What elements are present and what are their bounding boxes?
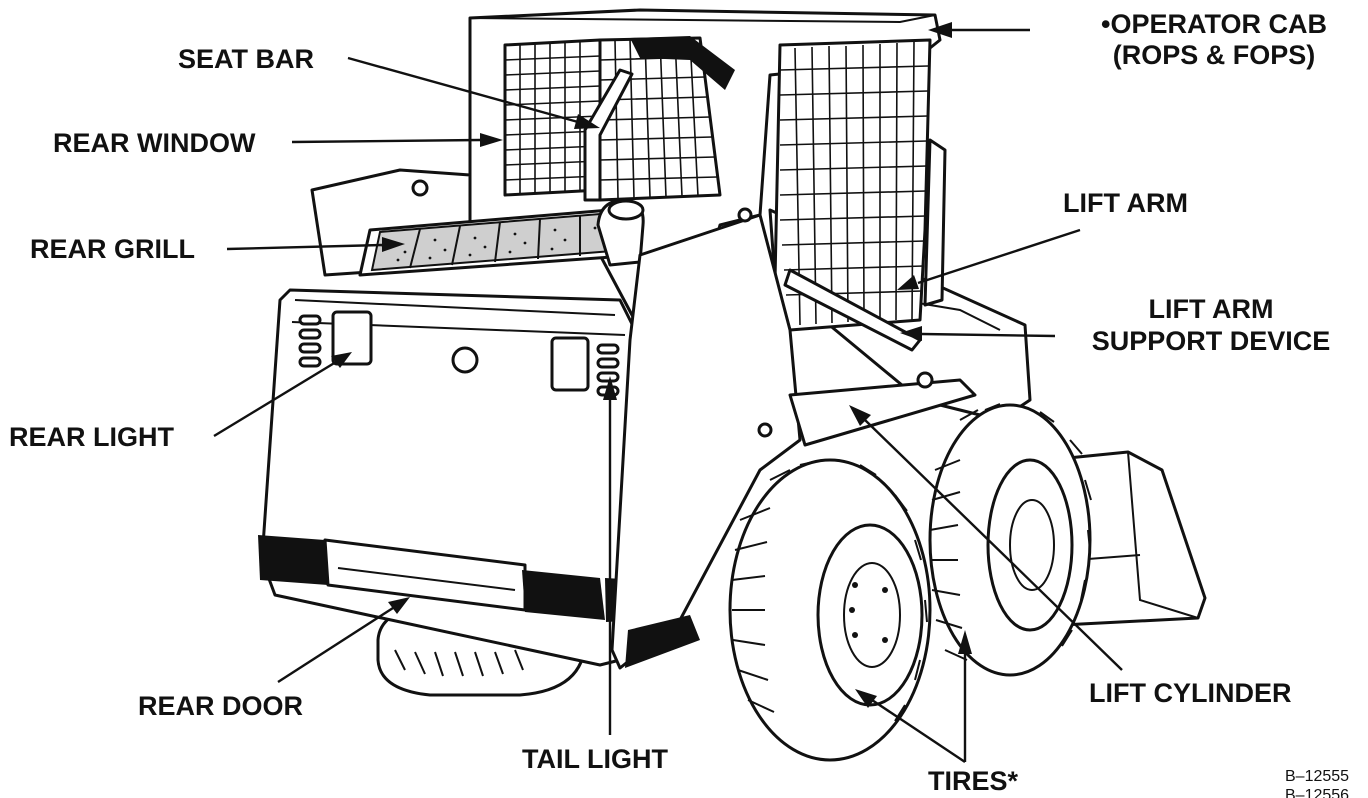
label-operator-cab-line1: •OPERATOR CAB: [1101, 9, 1327, 39]
label-seat-bar: SEAT BAR: [178, 44, 314, 74]
seat-bar-shape: [630, 36, 735, 90]
label-lift-cylinder: LIFT CYLINDER: [1089, 678, 1292, 708]
label-lift-arm: LIFT ARM: [1063, 188, 1188, 218]
side-mesh: [779, 41, 929, 326]
tire-rear: [928, 403, 1092, 677]
leader-lines: [213, 22, 1123, 763]
figure-code-2: B–12556: [1285, 787, 1349, 798]
label-tires: TIRES*: [928, 766, 1019, 796]
label-rear-light: REAR LIGHT: [9, 422, 175, 452]
rear-light-shape: [331, 310, 373, 366]
bucket: [1060, 450, 1207, 627]
label-tail-light: TAIL LIGHT: [522, 744, 668, 774]
rear-body: [258, 288, 646, 667]
grill-pattern: [370, 212, 627, 272]
figure-codes: B–12555 B–12556: [1285, 768, 1349, 798]
vents-left: [298, 314, 322, 368]
label-rear-door: REAR DOOR: [138, 691, 303, 721]
label-rear-grill: REAR GRILL: [30, 234, 195, 264]
frame-bar: [783, 268, 977, 447]
callout-labels: SEAT BAR REAR WINDOW REAR GRILL REAR LIG…: [9, 9, 1330, 796]
label-lift-arm-support-line1: LIFT ARM: [1149, 294, 1274, 324]
label-rear-window: REAR WINDOW: [53, 128, 256, 158]
tire-front: [728, 458, 932, 762]
label-lift-arm-support-line2: SUPPORT DEVICE: [1092, 326, 1331, 356]
side-panel: [610, 207, 802, 670]
rear-window-mesh: [504, 41, 601, 194]
figure-code-1: B–12555: [1285, 768, 1349, 785]
label-operator-cab-line2: (ROPS & FOPS): [1113, 40, 1316, 70]
engine-top: [310, 168, 645, 277]
loader-illustration: [258, 8, 1207, 762]
